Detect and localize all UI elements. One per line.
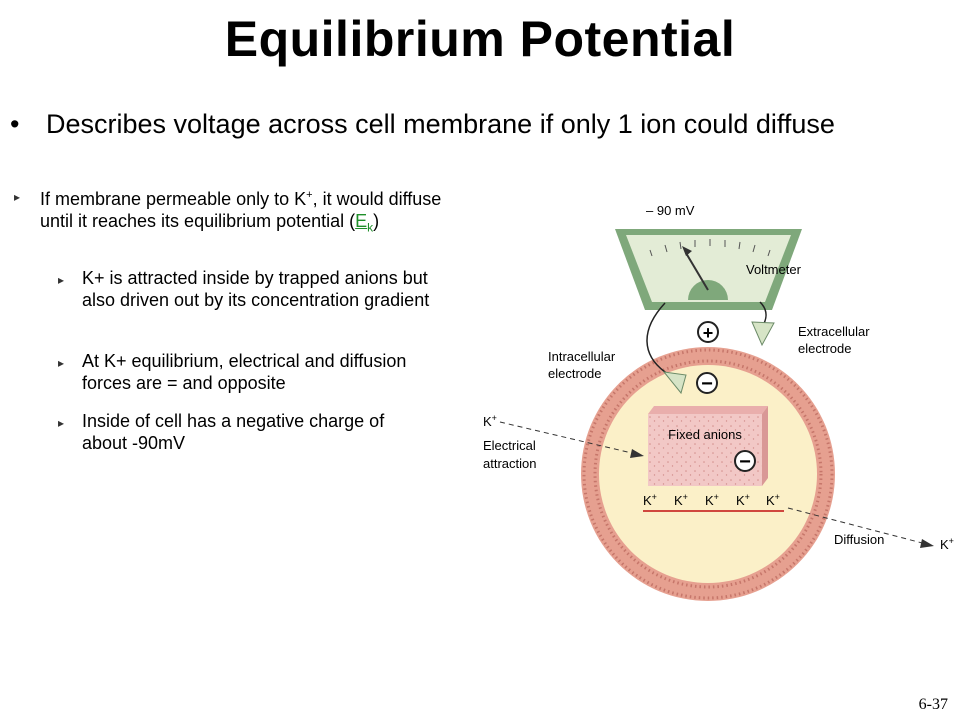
- arrow-bullet-icon: ▸: [14, 190, 21, 204]
- phospholipid-heads-inner: [593, 359, 823, 589]
- k-ion-label: K+: [643, 492, 657, 508]
- intracellular-electrode-tip: [662, 371, 687, 395]
- meter-reading: – 90 mV: [646, 203, 695, 218]
- anion-box-top: [648, 406, 768, 414]
- diffusion-arrowhead-icon: [920, 539, 934, 548]
- plus-sign-icon: [697, 321, 719, 343]
- k-ion-label: K+: [674, 492, 688, 508]
- sub-bullet-text: If membrane permeable only to K+, it wou…: [40, 184, 450, 239]
- nested-bullet-text: Inside of cell has a negative charge of …: [82, 411, 385, 453]
- intracellular-wire: [646, 302, 677, 383]
- potassium-ions-row: K+ K+ K+ K+ K+: [643, 492, 780, 508]
- voltmeter-scale: [649, 239, 771, 257]
- plus-symbol: +: [703, 323, 714, 343]
- text-part: , it would diffuse until it reaches its …: [40, 189, 442, 231]
- electrical-arrowhead-icon: [630, 449, 644, 458]
- link-letter: E: [355, 211, 368, 231]
- minus-symbol: −: [701, 373, 713, 395]
- extracellular-label-line2: electrode: [798, 341, 851, 356]
- needle-tip: [682, 246, 692, 256]
- anion-box-speckle: [648, 414, 762, 486]
- k-ion-label: K+: [766, 492, 780, 508]
- text-part: ): [373, 211, 380, 231]
- fixed-anions-label: Fixed anions: [668, 427, 742, 442]
- anion-minus-symbol: −: [739, 451, 751, 473]
- phospholipid-heads-outer: [582, 348, 834, 600]
- intracellular-label-line2: electrode: [548, 366, 601, 381]
- text-part: If membrane permeable only to K: [40, 189, 307, 209]
- main-bullet-text: Describes voltage across cell membrane i…: [46, 109, 835, 139]
- k-ion-outside-right: K+: [940, 536, 954, 552]
- extracellular-electrode-tip: [751, 321, 775, 347]
- nested-bullet-text: K+ is attracted inside by trapped anions…: [82, 268, 430, 310]
- anion-minus-icon: [734, 450, 756, 472]
- arrow-bullet-icon: ▸: [58, 416, 65, 430]
- k-ion-outside-left: K+: [483, 413, 497, 429]
- anion-box-side: [762, 406, 768, 486]
- diffusion-label: Diffusion: [834, 532, 884, 547]
- extracellular-label-line1: Extracellular: [798, 324, 870, 339]
- minus-sign-icon: [696, 372, 718, 394]
- voltmeter-needle: [685, 252, 709, 291]
- slide-title: Equilibrium Potential: [224, 11, 736, 67]
- arrow-bullet-icon: ▸: [58, 356, 65, 370]
- diffusion-arrow: [787, 507, 927, 545]
- voltmeter-label: Voltmeter: [746, 262, 802, 277]
- k-ion-label: K+: [705, 492, 719, 508]
- intracellular-label-line1: Intracellular: [548, 349, 616, 364]
- ek-link[interactable]: Ek: [355, 211, 373, 235]
- electrical-label-line1: Electrical: [483, 438, 536, 453]
- nested-bullet-text: At K+ equilibrium, electrical and diffus…: [82, 351, 407, 393]
- arrow-bullet-icon: ▸: [58, 273, 65, 287]
- electrical-label-line2: attraction: [483, 456, 536, 471]
- bullet-marker: •: [10, 109, 20, 139]
- superscript: +: [306, 189, 313, 201]
- link-subscript: k: [367, 220, 374, 235]
- k-ion-label: K+: [736, 492, 750, 508]
- slide-number: 6-37: [918, 696, 948, 713]
